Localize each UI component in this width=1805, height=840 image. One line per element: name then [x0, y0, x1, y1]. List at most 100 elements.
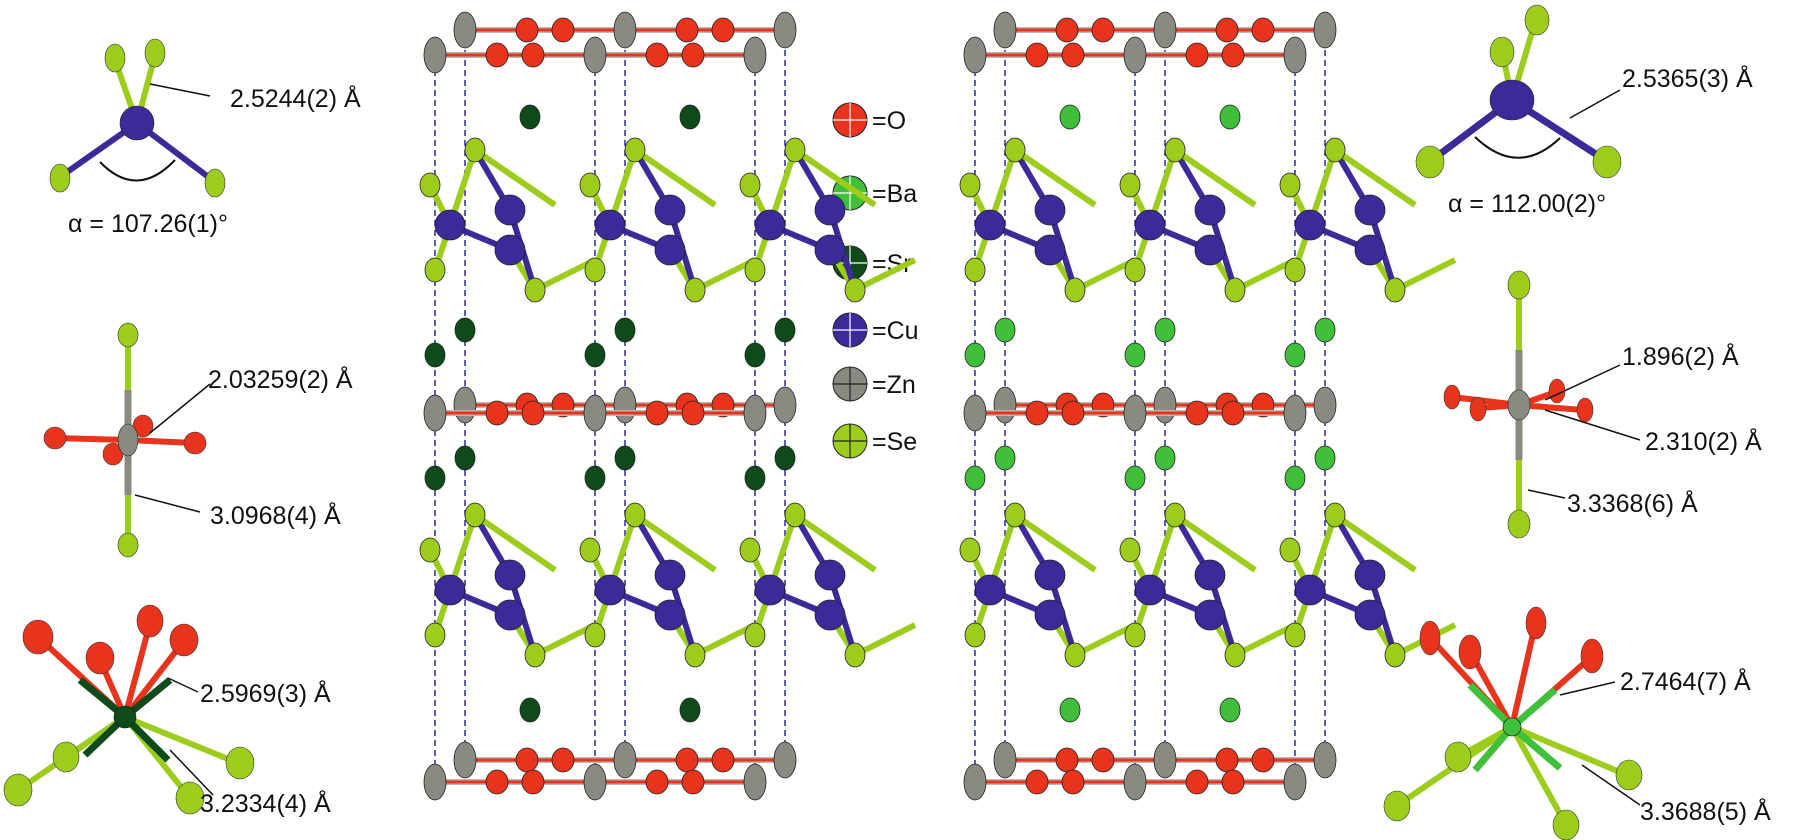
bond	[473, 512, 557, 573]
o-atom	[1185, 769, 1209, 795]
o-atom	[1215, 17, 1239, 43]
bond	[1333, 512, 1417, 573]
bond	[533, 257, 597, 293]
se-atom	[1064, 277, 1086, 303]
left-sr-polyhedron: 2.5969(3) Å 3.2334(4) Å	[3, 604, 331, 818]
right-ba-bond-o-label: 2.7464(7) Å	[1620, 666, 1751, 696]
zn-atom	[743, 394, 767, 432]
right-ba-polyhedron: 2.7464(7) Å 3.3688(5) Å	[1383, 606, 1771, 840]
zn-atom	[453, 11, 477, 49]
se-atom	[1284, 257, 1306, 283]
sr-atom	[614, 445, 636, 471]
o-atom	[1025, 769, 1049, 795]
se-atom	[844, 277, 866, 303]
sr-atom	[454, 317, 476, 343]
se-atom	[844, 642, 866, 668]
se-atom	[1384, 277, 1406, 303]
cu-atom	[1354, 194, 1386, 226]
zn-atom	[743, 763, 767, 801]
se-atom	[739, 537, 761, 563]
o-atom	[1215, 747, 1239, 773]
bond	[473, 147, 557, 208]
zn-atom	[1313, 11, 1337, 49]
o-atom	[551, 17, 575, 43]
zn-atom	[773, 741, 797, 779]
zn-atom	[613, 741, 637, 779]
right-zn-bond-o-long-label: 2.310(2) Å	[1645, 426, 1762, 456]
sr-atom	[744, 465, 766, 491]
ba-atom	[1154, 445, 1176, 471]
o-atom	[1061, 42, 1085, 68]
se-atom	[1119, 537, 1141, 563]
o-atom	[681, 769, 705, 795]
sr-atom	[774, 317, 796, 343]
zn-atom	[613, 11, 637, 49]
ba-atom	[1219, 104, 1241, 130]
right-cu-tetrahedron: 2.5365(3) Å α = 112.00(2)°	[1415, 4, 1753, 218]
ba-atom	[1059, 104, 1081, 130]
o-atom	[1061, 400, 1085, 426]
legend-label-o: =O	[872, 107, 906, 135]
se-atom	[624, 502, 646, 528]
o-atom	[1221, 769, 1245, 795]
zn-atom	[453, 386, 477, 424]
se-atom	[959, 537, 981, 563]
se-atom	[684, 642, 706, 668]
bond	[1393, 257, 1457, 293]
ba-atom	[1284, 342, 1306, 368]
right-cu-angle-label: α = 112.00(2)°	[1448, 190, 1606, 218]
zn-atom	[1153, 741, 1177, 779]
se-atom	[964, 257, 986, 283]
zn-atom	[1313, 386, 1337, 424]
se-atom	[784, 502, 806, 528]
right-cu-bond-label: 2.5365(3) Å	[1622, 63, 1753, 93]
bond	[633, 512, 717, 573]
o-atom	[515, 747, 539, 773]
se-atom	[1164, 137, 1186, 163]
legend-item-ba: =Ba	[832, 175, 917, 211]
se-atom	[1124, 257, 1146, 283]
o-atom	[1221, 400, 1245, 426]
ba-atom	[1219, 697, 1241, 723]
bond	[793, 147, 877, 208]
left-zn-octahedron: 2.03259(2) Å 3.0968(4) Å	[43, 322, 353, 558]
o-atom	[675, 747, 699, 773]
cu-atom	[1034, 234, 1066, 266]
se-atom	[524, 642, 546, 668]
bond	[853, 257, 917, 293]
ba-atom	[994, 445, 1016, 471]
bond	[793, 512, 877, 573]
cu-atom	[594, 209, 626, 241]
bond	[1173, 512, 1257, 573]
cu-atom	[434, 574, 466, 606]
legend-item-cu: =Cu	[832, 312, 919, 348]
se-atom	[964, 622, 986, 648]
legend-item-se: =Se	[832, 423, 917, 459]
bond	[1073, 257, 1137, 293]
cu-atom	[654, 599, 686, 631]
cu-atom	[1034, 194, 1066, 226]
legend-label-cu: =Cu	[872, 317, 919, 345]
sr-atom	[424, 342, 446, 368]
zn-atom	[963, 763, 987, 801]
o-atom	[1091, 747, 1115, 773]
cu-atom	[1294, 574, 1326, 606]
zn-atom	[963, 394, 987, 432]
se-atom	[739, 172, 761, 198]
se-atom	[624, 137, 646, 163]
bond	[1013, 147, 1097, 208]
zn-atom	[1283, 394, 1307, 432]
o-atom	[1055, 747, 1079, 773]
cu-atom	[814, 559, 846, 591]
cu-atom	[1354, 234, 1386, 266]
legend-item-o: =O	[832, 102, 906, 138]
left-sr-bond-se-label: 3.2334(4) Å	[200, 788, 331, 818]
zn-atom	[993, 741, 1017, 779]
ba-atom	[1314, 317, 1336, 343]
ba-atom	[1154, 317, 1176, 343]
cu-atom	[1194, 559, 1226, 591]
cu-atom	[434, 209, 466, 241]
structure-ba-compound	[959, 11, 1457, 801]
se-atom	[579, 172, 601, 198]
cu-atom	[494, 194, 526, 226]
